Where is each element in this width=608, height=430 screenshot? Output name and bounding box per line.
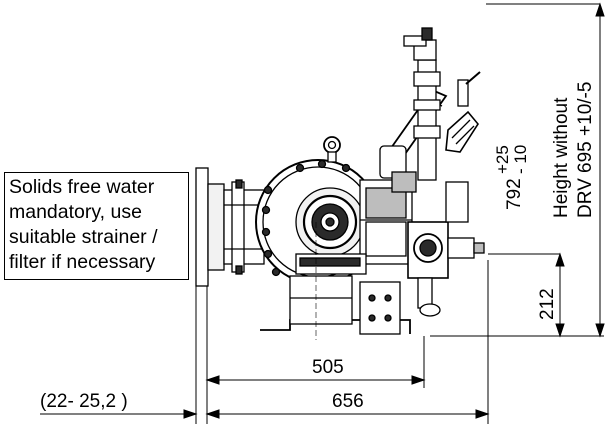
note-line-2: mandatory, use [9,201,142,223]
discharge-piping [379,27,481,193]
note-line-3: suitable strainer / [9,226,158,248]
dimension-792: 792 [504,178,525,210]
dimension-792-group: 792 +25 - 10 [493,145,530,210]
dimension-lines [40,2,605,424]
dimension-212: 212 [537,288,558,320]
dimension-offset: (22- 25,2 ) [40,391,128,412]
height-note-line1: Height without [551,97,572,218]
base-frame [260,275,411,335]
tolerance-minus: - 10 [511,145,530,174]
lifting-eye [323,136,341,163]
tolerance-plus: +25 [493,145,512,174]
height-note-line2: DRV 695 +10/-5 [575,82,596,218]
height-note: Height without DRV 695 +10/-5 [551,82,596,218]
suction-flange [195,167,265,287]
water-quality-note: Solids free water mandatory, use suitabl… [4,172,189,280]
drive-housing [295,179,413,275]
pump-assembly [195,27,485,335]
valve-block [407,181,485,317]
note-line-4: filter if necessary [9,251,156,273]
dimension-656: 656 [332,391,364,412]
dimension-505: 505 [312,357,344,378]
note-line-1: Solids free water [9,176,155,198]
